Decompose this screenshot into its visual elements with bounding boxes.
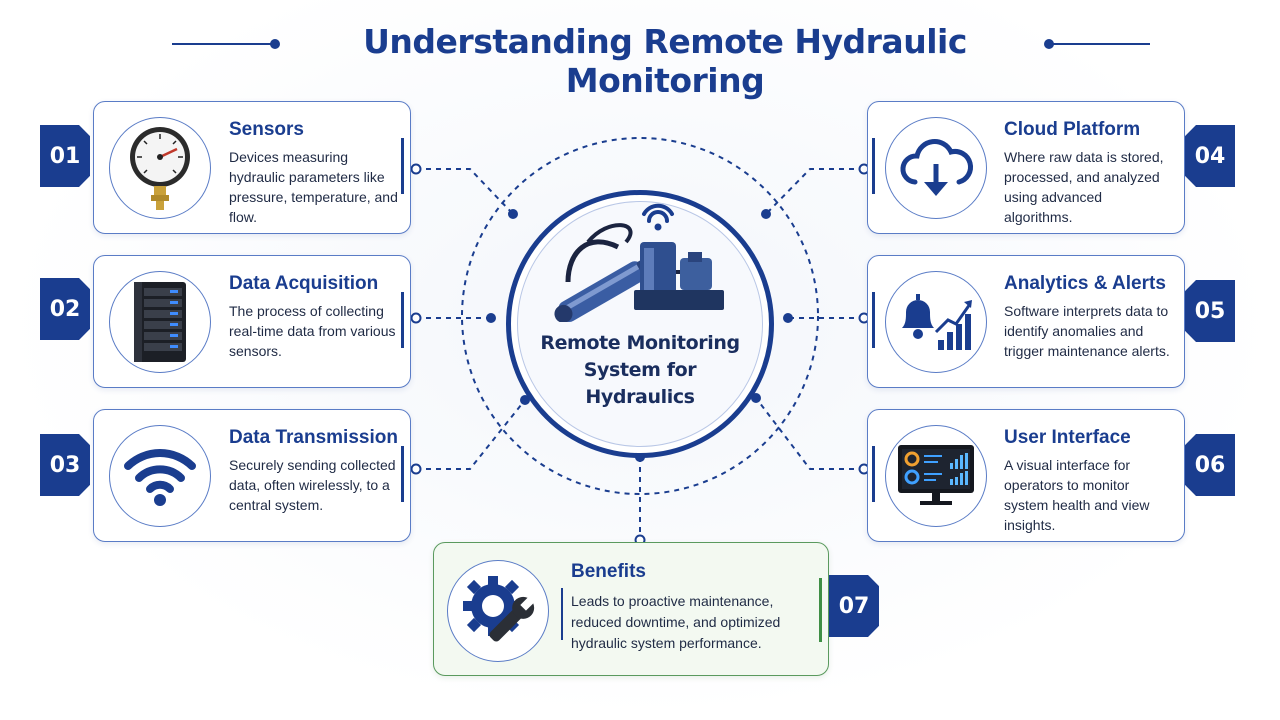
card-title: Sensors xyxy=(229,119,304,140)
badge-05: 05 xyxy=(1185,280,1235,342)
accent-bar xyxy=(561,588,563,640)
icon-circle xyxy=(109,425,211,527)
title-rule-left xyxy=(172,43,272,45)
card-cloud-platform: Cloud Platform Where raw data is stored,… xyxy=(867,101,1185,234)
pressure-gauge-icon xyxy=(130,127,190,210)
title-dot-left xyxy=(270,39,280,49)
card-data-acquisition: Data Acquisition The process of collecti… xyxy=(93,255,411,388)
icon-circle xyxy=(447,560,549,662)
card-description: Software interprets data to identify ano… xyxy=(1004,303,1170,359)
card-analytics-alerts: Analytics & Alerts Software interprets d… xyxy=(867,255,1185,388)
gear-wrench-icon xyxy=(463,576,535,642)
icon-circle xyxy=(109,117,211,219)
card-title: Cloud Platform xyxy=(1004,119,1141,140)
card-title: Analytics & Alerts xyxy=(1004,273,1166,294)
server-rack-icon xyxy=(134,282,186,362)
badge-02: 02 xyxy=(40,278,90,340)
accent-bar xyxy=(401,292,404,348)
card-sensors: Sensors Devices measuring hydraulic para… xyxy=(93,101,411,234)
accent-bar xyxy=(401,138,404,194)
card-description: The process of collecting real-time data… xyxy=(229,303,396,359)
icon-circle xyxy=(885,425,987,527)
accent-bar xyxy=(872,138,875,194)
card-description: A visual interface for operators to moni… xyxy=(1004,457,1150,533)
accent-bar xyxy=(872,292,875,348)
center-label-line2: System for Hydraulics xyxy=(583,359,697,408)
badge-01: 01 xyxy=(40,125,90,187)
card-title: Data Transmission xyxy=(229,427,398,448)
cloud-download-icon xyxy=(900,139,973,196)
badge-07: 07 xyxy=(829,575,879,637)
title-rule-right xyxy=(1050,43,1150,45)
title-dot-right xyxy=(1044,39,1054,49)
title-bar: Understanding Remote Hydraulic Monitorin… xyxy=(0,18,1280,100)
card-title: Benefits xyxy=(571,561,646,582)
card-title: User Interface xyxy=(1004,427,1131,448)
accent-bar xyxy=(401,446,404,502)
badge-03: 03 xyxy=(40,434,90,496)
icon-circle xyxy=(885,271,987,373)
card-description: Where raw data is stored, processed, and… xyxy=(1004,149,1164,225)
icon-circle xyxy=(885,117,987,219)
card-data-transmission: Data Transmission Securely sending colle… xyxy=(93,409,411,542)
badge-06: 06 xyxy=(1185,434,1235,496)
monitor-dashboard-icon xyxy=(898,445,974,505)
center-label-line1: Remote Monitoring xyxy=(540,332,740,354)
card-description: Securely sending collected data, often w… xyxy=(229,457,396,513)
hydraulic-system-icon xyxy=(554,203,724,322)
card-description: Leads to proactive maintenance, reduced … xyxy=(571,593,781,651)
card-description: Devices measuring hydraulic parameters l… xyxy=(229,149,398,225)
bell-chart-icon xyxy=(902,294,972,350)
card-user-interface: User Interface A visual interface for op… xyxy=(867,409,1185,542)
page-title: Understanding Remote Hydraulic Monitorin… xyxy=(363,22,967,100)
center-label: Remote Monitoring System for Hydraulics xyxy=(530,330,750,411)
accent-bar xyxy=(872,446,875,502)
center-hub xyxy=(517,201,763,447)
card-benefits: Benefits Leads to proactive maintenance,… xyxy=(433,542,829,676)
accent-bar-green xyxy=(819,578,822,642)
badge-04: 04 xyxy=(1185,125,1235,187)
card-title: Data Acquisition xyxy=(229,273,379,294)
icon-circle xyxy=(109,271,211,373)
wifi-icon xyxy=(124,449,196,506)
